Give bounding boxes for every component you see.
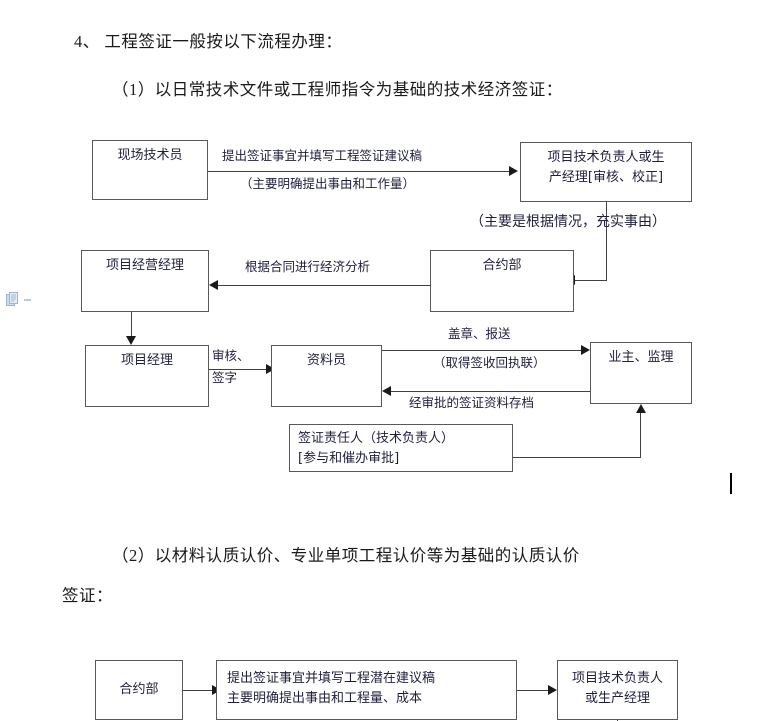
node-label-line1: 项目技术负责人 [571, 671, 663, 686]
connector-signature-to-owner-v [640, 412, 641, 458]
arrowhead-left [382, 386, 391, 396]
arrowhead-right [509, 166, 518, 176]
arrowhead-right [548, 685, 557, 695]
edge-label-review-line1: 审核、 [212, 348, 250, 363]
node-label: 现场技术员 [117, 148, 183, 163]
node2-contract-department: 合约部 [95, 660, 183, 720]
node-label: 资料员 [306, 353, 346, 368]
node-tech-lead-or-production-manager: 项目技术负责人或生 产经理[审核、校正] [520, 142, 692, 202]
edge-label-stamp-and-submit-note: （取得签收回执联） [433, 355, 546, 370]
margin-dash-marker [24, 299, 31, 301]
edge-label-economic-analysis: 根据合同进行经济分析 [245, 259, 371, 274]
page-icon [6, 292, 19, 308]
connector-contract-dept-to-operation-manager [218, 285, 430, 286]
edge-label-stamp-and-submit: 盖章、报送 [448, 326, 511, 341]
edge-label-submit-and-fill-note: （主要明确提出事由和工作量） [240, 176, 416, 191]
node-label-line2: 主要明确提出事由和工程量、成本 [227, 691, 423, 707]
node-label-line1: 签证责任人（技术负责人） [298, 431, 455, 446]
connector-clerk-to-owner [382, 350, 582, 351]
connector-techlead-to-contract-dept-v [606, 202, 607, 280]
edge-label-submit-and-fill: 提出签证事宜并填写工程签证建议稿 [222, 148, 423, 163]
arrowhead-up [636, 404, 646, 413]
node-label-line2: [参与和催办审批] [298, 451, 400, 467]
page-heading-item-4: 4、 工程签证一般按以下流程办理： [74, 32, 343, 51]
arrowhead-right [266, 364, 275, 374]
connector-signature-to-owner-h [513, 457, 641, 458]
connector-project-manager-to-clerk [209, 369, 268, 370]
connector2-proposal-to-techlead [517, 690, 550, 691]
node-documentation-clerk: 资料员 [271, 345, 382, 407]
node-label: 合约部 [119, 681, 159, 697]
connector2-contract-dept-to-proposal [183, 690, 214, 691]
edge-label-review-line2: 签字 [212, 370, 238, 385]
node-project-operation-manager: 项目经营经理 [81, 250, 209, 312]
edge-label-supplement-reason: （主要是根据情况，充实事由） [470, 215, 666, 230]
connector-technician-to-techlead [208, 171, 510, 172]
arrowhead-down [126, 336, 136, 345]
subheading-1: （1）以日常技术文件或工程师指令为基础的技术经济签证： [112, 80, 563, 99]
subheading-2: （2）以材料认质认价、专业单项工程认价等为基础的认质认价 [112, 546, 580, 565]
node-signature-responsible: 签证责任人（技术负责人） [参与和催办审批] [289, 424, 513, 472]
node-label: 合约部 [482, 258, 522, 273]
node-label-line2: 或生产经理 [584, 691, 650, 707]
node2-tech-lead-or-production-manager: 项目技术负责人 或生产经理 [557, 660, 678, 720]
arrowhead-right [581, 345, 590, 355]
subheading-2-continued: 签证： [62, 586, 113, 605]
node-label: 业主、监理 [608, 350, 674, 365]
node2-proposal: 提出签证事宜并填写工程潜在建议稿 主要明确提出事由和工程量、成本 [216, 660, 517, 720]
arrowhead-left [209, 280, 218, 290]
node-field-technician: 现场技术员 [92, 140, 208, 200]
node-label-line1: 提出签证事宜并填写工程潜在建议稿 [227, 671, 436, 686]
node-owner-supervisor: 业主、监理 [590, 342, 692, 404]
node-contract-department: 合约部 [430, 250, 574, 312]
connector-operation-manager-to-project-manager [131, 312, 132, 338]
edge-label-approved-archive: 经审批的签证资料存档 [409, 395, 535, 410]
node-label: 项目经理 [120, 353, 173, 368]
node-label: 项目经营经理 [105, 258, 184, 273]
node-project-manager: 项目经理 [85, 345, 209, 407]
text-caret[interactable] [730, 473, 732, 494]
connector-owner-to-clerk [391, 391, 591, 392]
connector-techlead-to-contract-dept-h [575, 280, 607, 281]
node-label-line1: 项目技术负责人或生 [547, 150, 665, 165]
node-label-line2: 产经理[审核、校正] [548, 170, 664, 186]
